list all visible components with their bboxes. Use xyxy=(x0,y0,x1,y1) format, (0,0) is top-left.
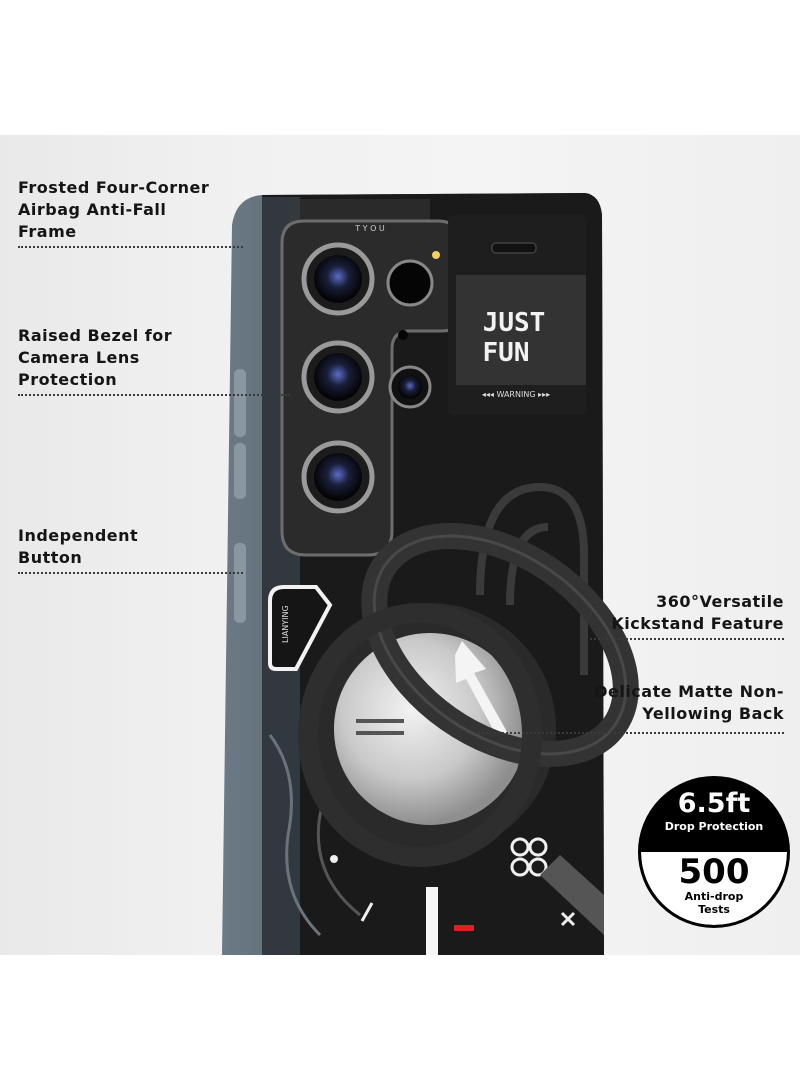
kickstand-ring xyxy=(298,522,639,867)
slogan-line1: JUST xyxy=(483,308,546,338)
feature-button-leader xyxy=(18,572,243,574)
slogan-line2: FUN xyxy=(483,338,530,368)
svg-text:T Y O U: T Y O U xyxy=(354,224,385,233)
product-stage: T Y O U JUST FUN ◂◂◂ WARNING ▸▸▸ LIANYIN… xyxy=(0,135,800,955)
badge-count-caption: Anti-drop Tests xyxy=(684,890,744,916)
case-decor xyxy=(330,837,604,935)
feature-frame-leader xyxy=(18,246,243,248)
just-fun-panel: JUST FUN ◂◂◂ WARNING ▸▸▸ xyxy=(448,215,586,415)
phone-case-image: T Y O U JUST FUN ◂◂◂ WARNING ▸▸▸ LIANYIN… xyxy=(222,193,639,955)
side-buttons xyxy=(234,369,246,623)
badge-top: 6.5ft Drop Protection xyxy=(641,779,787,852)
feature-bezel-label: Raised Bezel for Camera Lens Protection xyxy=(18,326,173,389)
badge-height: 6.5ft xyxy=(677,788,751,819)
feature-back-label: Delicate Matte Non- Yellowing Back xyxy=(594,682,784,723)
drop-protection-badge: 6.5ft Drop Protection 500 Anti-drop Test… xyxy=(638,776,790,928)
lanyard-text: LIANYING xyxy=(281,605,290,643)
feature-button-label: Independent Button xyxy=(18,526,139,567)
camera-island: T Y O U xyxy=(280,219,462,557)
badge-height-caption: Drop Protection xyxy=(664,820,764,833)
feature-bezel-leader xyxy=(18,394,290,396)
warning-text: ◂◂◂ WARNING ▸▸▸ xyxy=(482,390,550,399)
magsafe-area xyxy=(304,603,556,955)
feature-back-leader xyxy=(478,732,784,734)
badge-bottom: 500 Anti-drop Tests xyxy=(641,852,787,925)
badge-count: 500 xyxy=(678,852,750,892)
lanyard-triangle: LIANYING xyxy=(268,585,333,671)
feature-frame-label: Frosted Four-Corner Airbag Anti-Fall Fra… xyxy=(18,178,210,241)
feature-kickstand-leader xyxy=(590,638,784,640)
feature-kickstand-label: 360°Versatile Kickstand Feature xyxy=(611,592,784,633)
